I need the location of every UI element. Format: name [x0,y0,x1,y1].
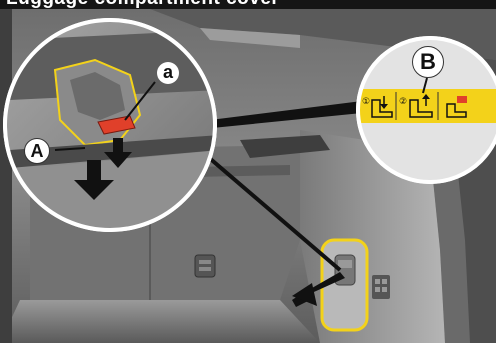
callout-a-label: a [163,62,173,82]
page-title: Luggage compartment cover [6,0,279,9]
callout-B-label: B [420,49,436,74]
legend-step-1: ① [362,97,370,107]
callout-B: B [412,46,444,78]
title-bar: Luggage compartment cover [0,0,496,9]
callout-a: a [157,62,179,84]
button-panel [372,275,390,299]
seat-latch [195,255,215,277]
callout-A: A [24,138,50,164]
callout-A-label: A [31,141,44,161]
cargo-floor [0,300,320,343]
legend-step-2: ② [399,97,407,107]
